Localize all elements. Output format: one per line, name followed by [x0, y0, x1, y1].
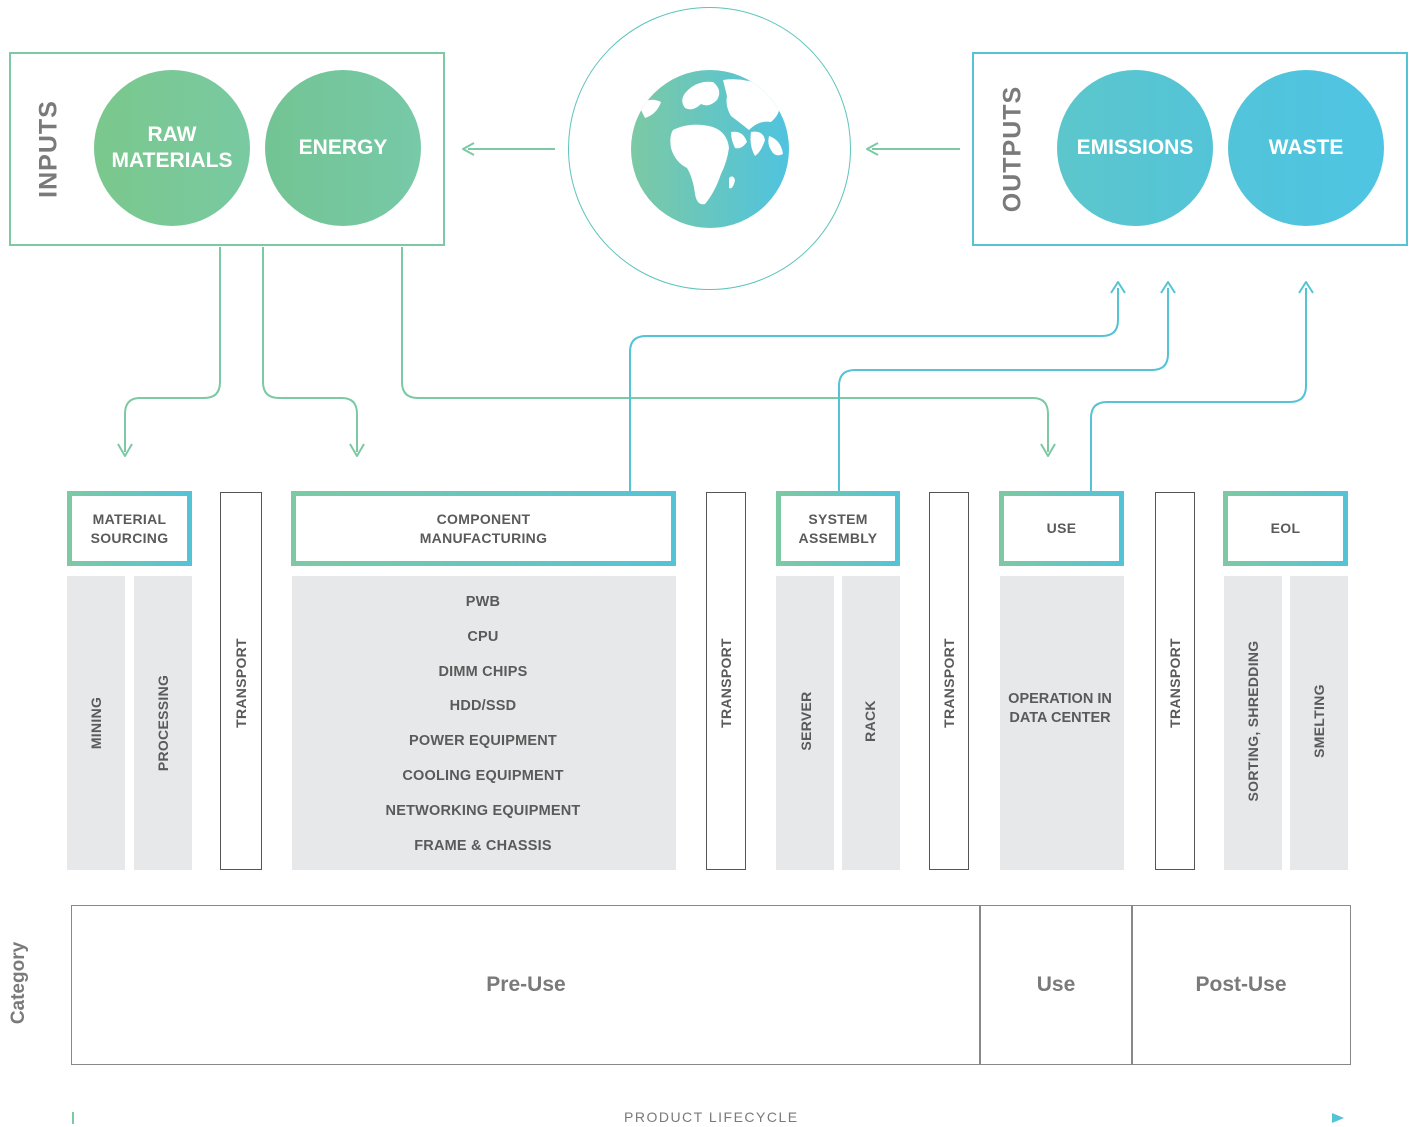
server-column	[776, 576, 834, 870]
earth-circle	[568, 7, 851, 290]
outputs-label: OUTPUTS	[998, 85, 1027, 213]
transport-label: TRANSPORT	[233, 638, 249, 728]
smelting-label: SMELTING	[1311, 684, 1327, 758]
stage-material-sourcing: MATERIAL SOURCING	[67, 491, 192, 566]
list-item: FRAME & CHASSIS	[414, 837, 552, 854]
transport-label: TRANSPORT	[718, 638, 734, 728]
transport-column	[929, 492, 969, 870]
mining-label: MINING	[88, 696, 104, 750]
stage-eol: EOL	[1223, 491, 1348, 566]
transport-column	[706, 492, 746, 870]
sorting-column	[1224, 576, 1282, 870]
smelting-column	[1290, 576, 1348, 870]
transport-column	[1155, 492, 1195, 870]
category-post-use: Post-Use	[1131, 905, 1351, 1065]
stage-use: USE	[999, 491, 1124, 566]
waste-circle: WASTE	[1228, 70, 1384, 226]
raw-materials-circle: RAW MATERIALS	[94, 70, 250, 226]
rack-label: RACK	[862, 700, 878, 742]
list-item: DIMM CHIPS	[438, 663, 528, 680]
globe-icon	[631, 70, 789, 228]
operation-label: OPERATION IN DATA CENTER	[1008, 691, 1112, 726]
stage-system-assembly: SYSTEM ASSEMBLY	[776, 491, 900, 566]
category-label: Category	[8, 941, 29, 1025]
processing-column	[134, 576, 192, 870]
category-use: Use	[979, 905, 1133, 1065]
list-item: POWER EQUIPMENT	[408, 733, 557, 750]
components-panel	[292, 576, 676, 870]
stage-component-manufacturing: COMPONENT MANUFACTURING	[291, 491, 676, 566]
transport-column	[220, 492, 262, 870]
emissions-circle: EMISSIONS	[1057, 70, 1213, 226]
list-item: COOLING EQUIPMENT	[402, 767, 564, 784]
energy-circle: ENERGY	[265, 70, 421, 226]
product-lifecycle-label: PRODUCT LIFECYCLE	[612, 1109, 811, 1125]
list-item: NETWORKING EQUIPMENT	[385, 802, 581, 819]
operation-column	[1000, 576, 1124, 870]
transport-label: TRANSPORT	[1167, 638, 1183, 728]
mining-column	[67, 576, 125, 870]
inputs-label: INPUTS	[34, 100, 63, 198]
server-label: SERVER	[798, 691, 814, 751]
sorting-label: SORTING, SHREDDING	[1245, 640, 1261, 802]
rack-column	[842, 576, 900, 870]
transport-label: TRANSPORT	[941, 638, 957, 728]
list-item: CPU	[467, 628, 499, 645]
list-item: PWB	[465, 594, 501, 610]
list-item: HDD/SSD	[449, 698, 517, 715]
processing-label: PROCESSING	[155, 674, 171, 772]
component-list: PWB CPU DIMM CHIPS HDD/SSD POWER EQUIPME…	[292, 585, 674, 863]
category-pre-use: Pre-Use	[71, 905, 981, 1065]
